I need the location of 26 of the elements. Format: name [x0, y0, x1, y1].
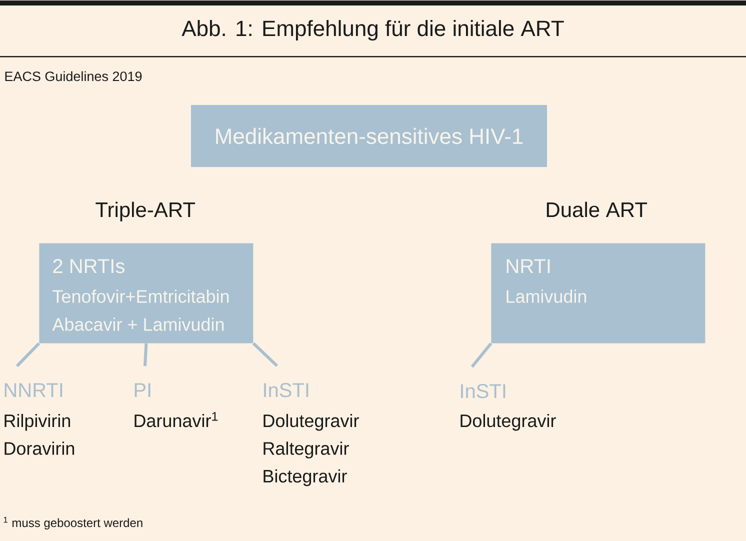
class-heading: InSTI [461, 384, 506, 398]
leader-line [16, 342, 40, 368]
class-heading: InSTI [264, 383, 308, 398]
drug-name: Raltegravir [264, 442, 349, 458]
class-heading: NRTI [506, 259, 550, 273]
drug-name: Bictegravir [264, 469, 347, 486]
drug-name: Dolutegravir [460, 414, 556, 431]
drug-combination: Tenofovir+Emtricitabin [52, 290, 229, 303]
drug-name: Doravirin [4, 442, 74, 455]
source-note: EACS Guidelines 2019 [5, 71, 142, 82]
section-heading: Duale ART [546, 202, 648, 218]
footnote: $^{1}$ muss geboostert werden [4, 516, 142, 530]
drug-name: Dolutegravir [264, 414, 359, 431]
leader-line [470, 342, 492, 368]
drug-name: Lamivudin [506, 290, 586, 303]
drug-name: Rilpivirin [4, 414, 70, 431]
leader-line [144, 343, 148, 366]
diagnosis-box: Medikamenten-sensitives HIV-1 [191, 105, 547, 167]
leader-line [252, 342, 278, 367]
class-heading: PI [134, 383, 150, 397]
drug-combination: Abacavir + Lamivudin [52, 318, 224, 331]
class-heading: NNRTI [4, 383, 62, 397]
drug-name: Darunavir$^{1}$ [134, 412, 218, 428]
class-heading: 2 NRTIs [53, 259, 124, 274]
figure-title: Abb. 1: Empfehlung für die initiale ART [182, 20, 564, 41]
section-heading: Triple-ART [96, 202, 196, 222]
